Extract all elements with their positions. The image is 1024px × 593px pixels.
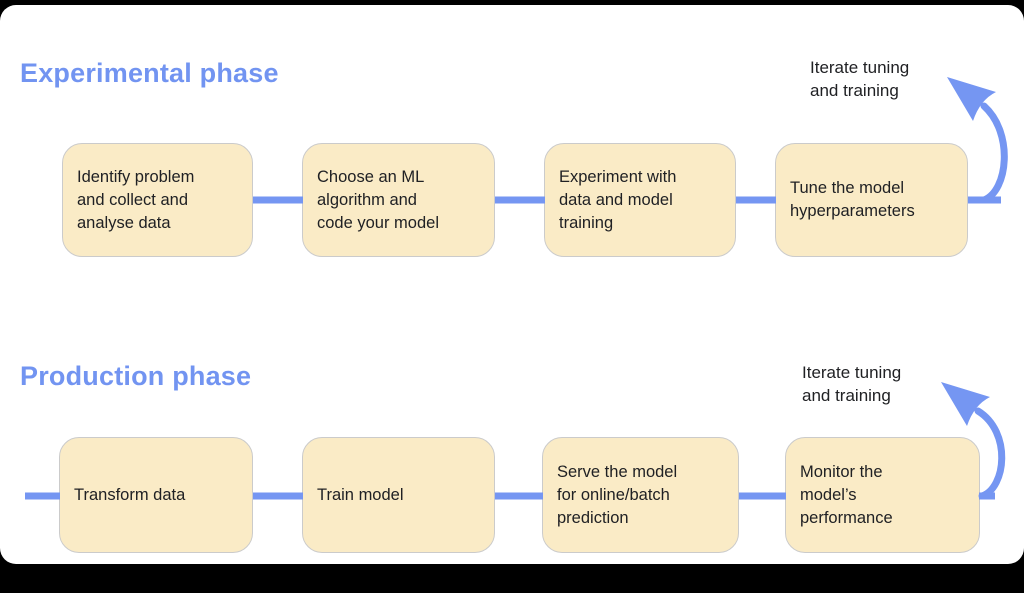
- diagram-canvas: Experimental phase Production phase Iter…: [0, 5, 1024, 564]
- iterate-label-line: and training: [810, 81, 899, 100]
- step-label-line: analyse data: [77, 213, 171, 232]
- step-label-line: code your model: [317, 213, 439, 232]
- iterate-label-line: and training: [802, 386, 891, 405]
- step-label-line: and collect and: [77, 190, 188, 209]
- step-box-monitor-performance: Monitor the model’s performance: [785, 437, 980, 553]
- step-label-line: Tune the model: [790, 179, 905, 197]
- step-label-line: Monitor the: [800, 462, 883, 481]
- step-box-tune-hyperparameters: Tune the model hyperparameters: [775, 143, 968, 257]
- step-box-transform-data: Transform data: [59, 437, 253, 553]
- step-label-line: training: [559, 213, 614, 232]
- iterate-label-experimental: Iterate tuning and training: [810, 56, 909, 102]
- step-box-identify-problem: Identify problem and collect and analyse…: [62, 143, 253, 257]
- step-label-line: Choose an ML: [317, 167, 425, 186]
- step-box-train-model: Train model: [302, 437, 495, 553]
- step-label-line: data and model: [559, 190, 673, 209]
- phase-title-production: Production phase: [20, 361, 252, 391]
- step-box-experiment-training: Experiment with data and model training: [544, 143, 736, 257]
- iterate-label-line: Iterate tuning: [810, 58, 910, 77]
- step-label-line: for online/batch: [557, 485, 670, 504]
- step-label-line: model’s: [800, 485, 857, 504]
- step-label-line: Serve the model: [557, 462, 678, 481]
- step-box-serve-model: Serve the model for online/batch predict…: [542, 437, 739, 553]
- step-label-line: Identify problem: [77, 167, 195, 186]
- step-box-choose-algorithm: Choose an ML algorithm and code your mod…: [302, 143, 495, 257]
- step-label-line: prediction: [557, 508, 629, 527]
- iterate-label-production: Iterate tuning and training: [802, 361, 901, 407]
- step-label-line: Transform data: [74, 485, 186, 504]
- phase-title-experimental: Experimental phase: [20, 58, 279, 88]
- step-label-line: hyperparameters: [790, 202, 915, 220]
- step-label-line: Experiment with: [559, 167, 677, 186]
- step-label-line: Train model: [317, 485, 404, 504]
- step-label-line: performance: [800, 508, 893, 527]
- step-label-line: algorithm and: [317, 190, 417, 209]
- iterate-label-line: Iterate tuning: [802, 363, 902, 382]
